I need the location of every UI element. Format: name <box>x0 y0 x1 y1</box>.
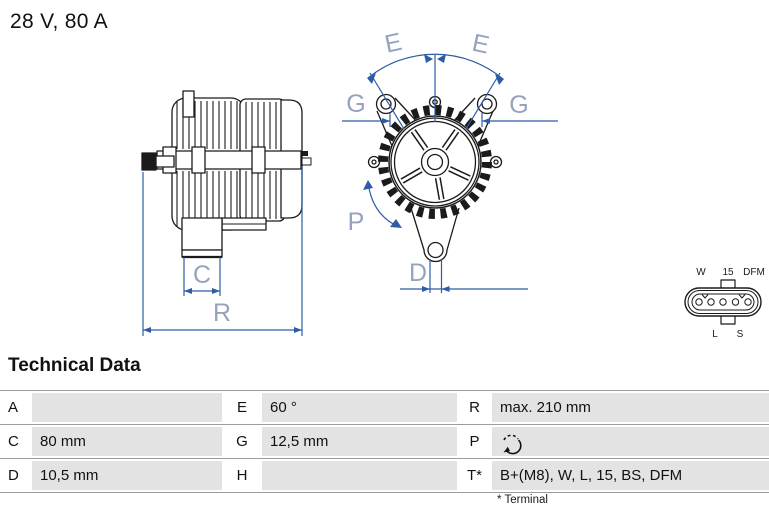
connector-label-s: S <box>737 329 744 340</box>
connector-label-dfm: DFM <box>743 267 765 278</box>
table-row: C 80 mm G 12,5 mm P <box>0 427 769 456</box>
terminal-footnote: * Terminal <box>497 494 548 506</box>
cell-value-p <box>492 427 769 456</box>
cell-value-d: 10,5 mm <box>32 461 222 490</box>
cell-value-t: B+(M8), W, L, 15, BS, DFM <box>492 461 769 490</box>
cell-value-r: max. 210 mm <box>492 393 769 422</box>
voltage-amperage-rating: 28 V, 80 A <box>10 10 108 33</box>
table-border-line <box>0 390 769 391</box>
technical-data-table: A E 60 ° R max. 210 mm C 80 mm G 12,5 mm… <box>0 388 769 495</box>
rotation-ccw-icon <box>503 434 522 454</box>
connector-label-l: L <box>712 329 718 340</box>
cell-label-t: T* <box>457 461 492 490</box>
dim-label-d: D <box>409 259 427 287</box>
table-row: D 10,5 mm H T* B+(M8), W, L, 15, BS, DFM <box>0 461 769 490</box>
technical-data-title: Technical Data <box>8 355 141 376</box>
connector-label-15: 15 <box>722 267 734 278</box>
cell-value-h <box>262 461 457 490</box>
dim-label-p: P <box>348 208 365 236</box>
table-border-line <box>0 492 769 493</box>
dim-label-g-left: G <box>346 90 365 118</box>
cell-label-p: P <box>457 427 492 456</box>
cell-label-g: G <box>222 427 262 456</box>
front-view-drawing <box>367 93 503 263</box>
side-view-drawing <box>141 90 312 259</box>
dim-label-r: R <box>213 299 231 327</box>
dim-label-g-right: G <box>509 91 528 119</box>
cell-label-e: E <box>222 393 262 422</box>
dim-label-e-right: E <box>470 29 492 60</box>
cell-value-c: 80 mm <box>32 427 222 456</box>
cell-label-d: D <box>0 461 32 490</box>
table-divider-line <box>0 458 769 459</box>
front-view-dimensions <box>342 53 558 293</box>
table-divider-line <box>0 424 769 425</box>
cell-label-r: R <box>457 393 492 422</box>
side-view-dimensions <box>142 166 303 336</box>
cell-value-g: 12,5 mm <box>262 427 457 456</box>
cell-label-c: C <box>0 427 32 456</box>
technical-drawing: C R <box>141 28 765 340</box>
dim-label-e-left: E <box>382 28 404 59</box>
dim-label-c: C <box>193 261 211 289</box>
connector-diagram <box>684 279 762 325</box>
cell-value-a <box>32 393 222 422</box>
table-row: A E 60 ° R max. 210 mm <box>0 393 769 422</box>
cell-label-h: H <box>222 461 262 490</box>
cell-label-a: A <box>0 393 32 422</box>
connector-label-w: W <box>696 267 706 278</box>
cell-value-e: 60 ° <box>262 393 457 422</box>
